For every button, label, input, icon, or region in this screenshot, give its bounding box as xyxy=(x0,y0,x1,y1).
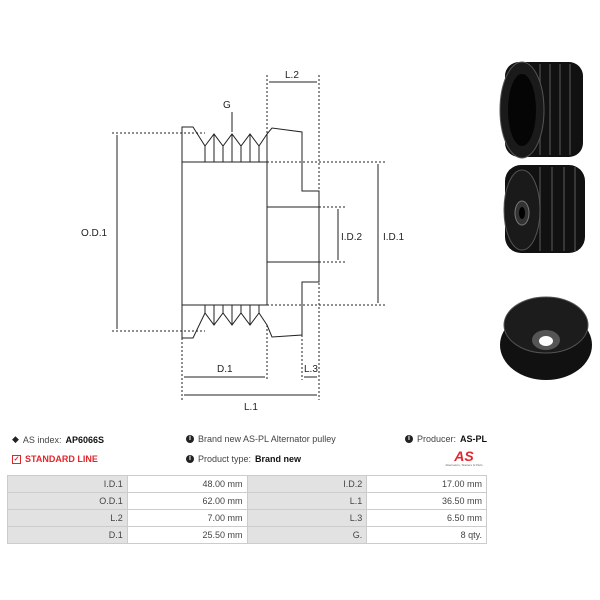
label-l3: L.3 xyxy=(304,364,318,375)
product-type-value: Brand new xyxy=(255,454,302,464)
standard-line-badge: ✓ STANDARD LINE xyxy=(12,454,98,464)
label-l2: L.2 xyxy=(285,70,299,81)
label-d1: D.1 xyxy=(217,364,233,375)
as-pl-logo: AS Alternators, Starters & Parts xyxy=(440,449,488,467)
spec-value: 8 qty. xyxy=(366,526,487,544)
product-type-label: Product type: xyxy=(198,454,252,464)
spec-label: G. xyxy=(246,526,368,544)
spec-label: D.1 xyxy=(7,526,128,544)
label-g: G xyxy=(223,100,231,111)
as-index: ◆ AS index: AP6066S xyxy=(12,434,104,445)
producer-label: Producer: xyxy=(416,434,456,444)
spec-value: 6.50 mm xyxy=(366,509,487,527)
checkbox-icon: ✓ xyxy=(12,454,21,464)
pulley-photo-front xyxy=(499,61,583,159)
logo-caption: Alternators, Starters & Parts xyxy=(445,463,483,467)
info-icon: i xyxy=(404,435,413,443)
spec-value: 17.00 mm xyxy=(366,475,487,493)
description: i Brand new AS-PL Alternator pulley xyxy=(186,434,336,444)
logo-text: AS xyxy=(454,448,474,464)
standard-line-label: STANDARD LINE xyxy=(25,454,98,464)
as-index-value: AP6066S xyxy=(65,434,104,445)
spec-label: L.3 xyxy=(246,509,368,527)
spec-label: L.1 xyxy=(246,492,368,510)
spec-value: 7.00 mm xyxy=(126,509,248,527)
spec-value: 36.50 mm xyxy=(366,492,487,510)
label-od1: O.D.1 xyxy=(81,228,108,239)
label-id2: I.D.2 xyxy=(341,232,363,243)
spec-label: O.D.1 xyxy=(7,492,128,510)
label-id1: I.D.1 xyxy=(383,232,405,243)
spec-value: 25.50 mm xyxy=(126,526,248,544)
tags-icon: ◆ xyxy=(12,434,19,444)
pulley-photo-side xyxy=(503,165,585,253)
spec-value: 62.00 mm xyxy=(126,492,248,510)
label-l1: L.1 xyxy=(244,402,258,413)
description-text: Brand new AS-PL Alternator pulley xyxy=(198,434,336,444)
spec-label: I.D.1 xyxy=(7,475,128,493)
producer: i Producer: AS-PL xyxy=(404,434,487,444)
product-type: i Product type: Brand new xyxy=(186,454,301,464)
spec-label: I.D.2 xyxy=(246,475,368,493)
as-index-label: AS index: xyxy=(22,434,62,445)
info-icon: i xyxy=(186,435,194,443)
producer-value: AS-PL xyxy=(460,434,487,444)
spec-label: L.2 xyxy=(7,509,128,527)
info-icon: i xyxy=(186,455,194,463)
spec-value: 48.00 mm xyxy=(126,475,248,493)
pulley-photo-back xyxy=(500,296,592,380)
technical-drawing: G O.D.1 I.D.1 I.D.2 L.2 D.1 L.3 L.1 xyxy=(81,61,592,413)
